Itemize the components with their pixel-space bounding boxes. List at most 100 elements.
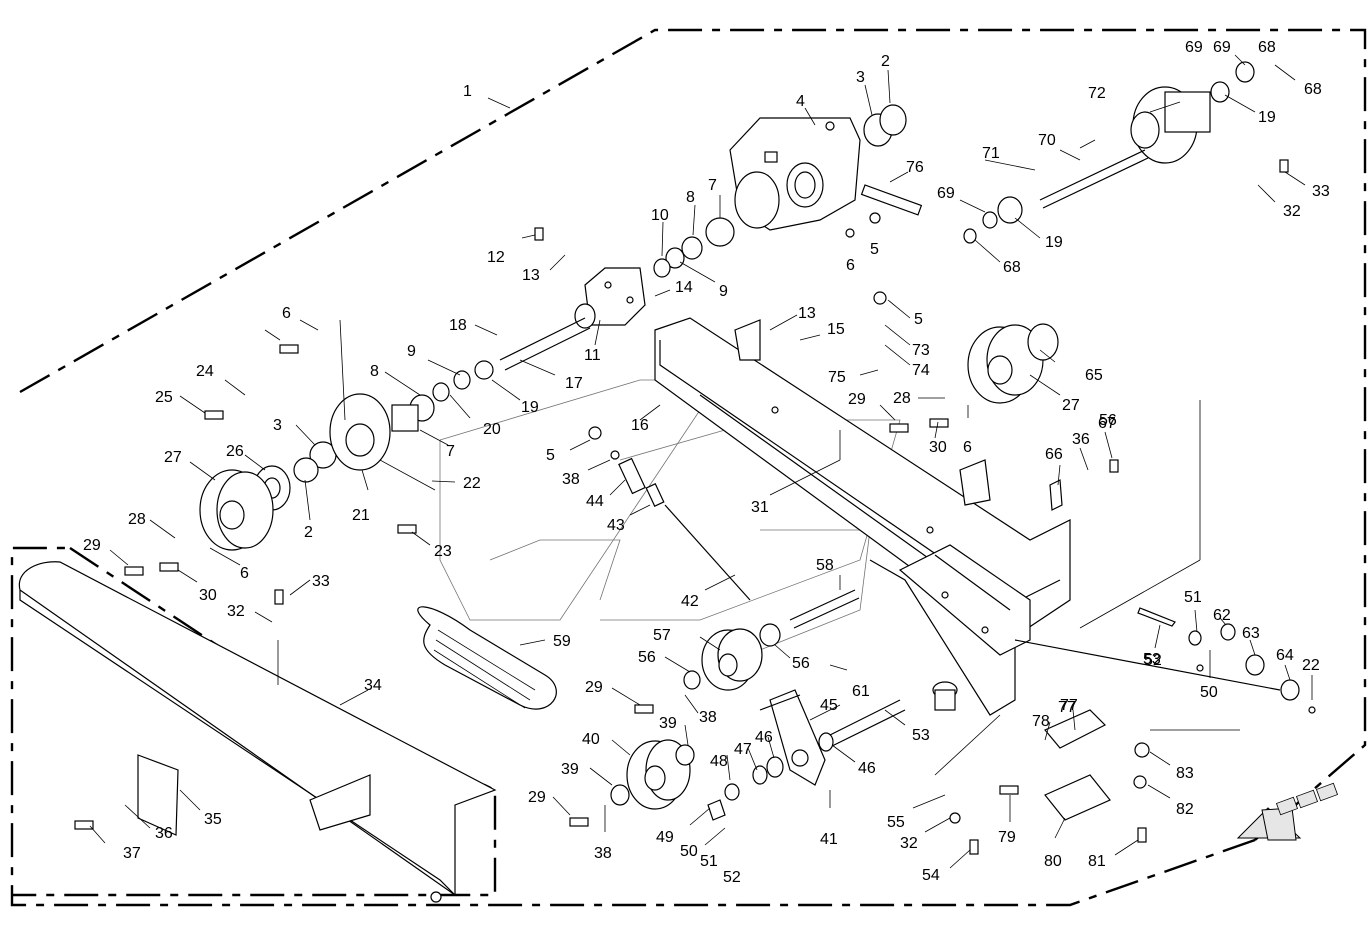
callout-label: 48 [710,753,728,770]
callout-label: 79 [998,829,1016,846]
callout-label: 15 [827,321,845,338]
callout-label: 33 [1312,183,1330,200]
callout-label: 30 [929,439,947,456]
callout-label: 63 [1242,625,1260,642]
callout-label: 83 [1176,765,1194,782]
callout-label: 56 [1099,412,1117,429]
callout-label: 62 [1213,607,1231,624]
callout-label: 69 [937,185,955,202]
callout-label: 46 [858,760,876,777]
callout-label: 2 [304,524,313,541]
drive-belt [417,606,557,710]
callout-label: 36 [155,825,173,842]
callout-label: 52 [1144,652,1162,669]
callout-label: 38 [699,709,717,726]
callout-label: 50 [680,843,698,860]
callout-label: 13 [798,305,816,322]
callout-label: 54 [922,867,940,884]
callout-label: 19 [1045,234,1063,251]
callout-label: 3 [273,417,282,434]
callout-label: 70 [1038,132,1056,149]
brackets [1044,479,1300,821]
callout-label: 53 [1143,651,1161,668]
callout-label: 5 [546,447,555,464]
callout-label: 18 [449,317,467,334]
spring-rod [618,457,751,601]
callout-label: 68 [1304,81,1322,98]
callout-label: 68 [1003,259,1021,276]
callout-label: 77 [1060,697,1078,714]
callout-label: 6 [282,305,291,322]
callout-label: 26 [226,443,244,460]
callout-label: 69 [1185,39,1203,56]
callout-label: 30 [199,587,217,604]
callout-label: 6 [963,439,972,456]
callout-label: 64 [1276,647,1294,664]
leader-lines [89,54,1313,869]
callout-label: 32 [227,603,245,620]
callout-label: 9 [407,343,416,360]
callout-label: 17 [565,375,583,392]
callout-label: 29 [848,391,866,408]
bearing-housing [499,267,646,371]
callout-label: 16 [631,417,649,434]
direction-arrow-icon [1236,782,1339,841]
callout-label: 1 [463,83,472,100]
callout-label: 80 [1044,853,1062,870]
callout-label: 28 [893,390,911,407]
callout-label: 51 [1184,589,1202,606]
callout-label: 50 [1200,684,1218,701]
callout-label: 82 [1176,801,1194,818]
callout-label: 49 [656,829,674,846]
callout-label: 81 [1088,853,1106,870]
callout-label: 27 [1062,397,1080,414]
callout-label: 35 [204,811,222,828]
gearbox-housing [729,117,923,231]
callout-label: 65 [1085,367,1103,384]
callout-label: 51 [700,853,718,870]
callout-label: 2 [881,53,890,70]
callout-label: 37 [123,845,141,862]
callout-label: 58 [816,557,834,574]
callout-label: 69 [1213,39,1231,56]
belt-guard [18,561,497,903]
callout-label: 74 [912,362,930,379]
callout-label: 45 [820,697,838,714]
callout-label: 68 [1258,39,1276,56]
callout-label: 33 [312,573,330,590]
callout-label: 72 [1088,85,1106,102]
callout-label: 5 [870,241,879,258]
callout-label: 34 [364,677,382,694]
callout-label: 32 [1283,203,1301,220]
callout-label: 71 [982,145,1000,162]
callout-label: 11 [584,347,601,364]
callout-labels: 1 2 3 4 5 6 7 8 9 10 11 12 13 14 15 16 1… [83,39,1330,886]
callout-label: 7 [446,443,455,460]
callout-label: 7 [708,177,717,194]
callout-label: 75 [828,369,846,386]
callout-label: 31 [751,499,769,516]
callout-label: 53 [912,727,930,744]
callout-label: 22 [1302,657,1320,674]
callout-label: 67 [1098,415,1116,432]
callout-label: 61 [852,683,870,700]
callout-label: 22 [463,475,481,492]
callout-label: 59 [553,633,571,650]
callout-label: 21 [352,507,370,524]
pulleys [199,323,1059,810]
callout-label: 66 [1045,446,1063,463]
callout-label: 32 [900,835,918,852]
callout-label: 39 [659,715,677,732]
callout-label: 44 [586,493,604,510]
output-shaft-assembly [963,61,1255,244]
callout-label: 20 [483,421,501,438]
callout-label: 6 [240,565,249,582]
callout-label: 28 [128,511,146,528]
callout-label: 29 [585,679,603,696]
callout-label: 13 [522,267,540,284]
callout-label: 38 [594,845,612,862]
callout-label: 55 [887,814,905,831]
rings-and-washers [253,104,907,511]
callout-label: 73 [912,342,930,359]
